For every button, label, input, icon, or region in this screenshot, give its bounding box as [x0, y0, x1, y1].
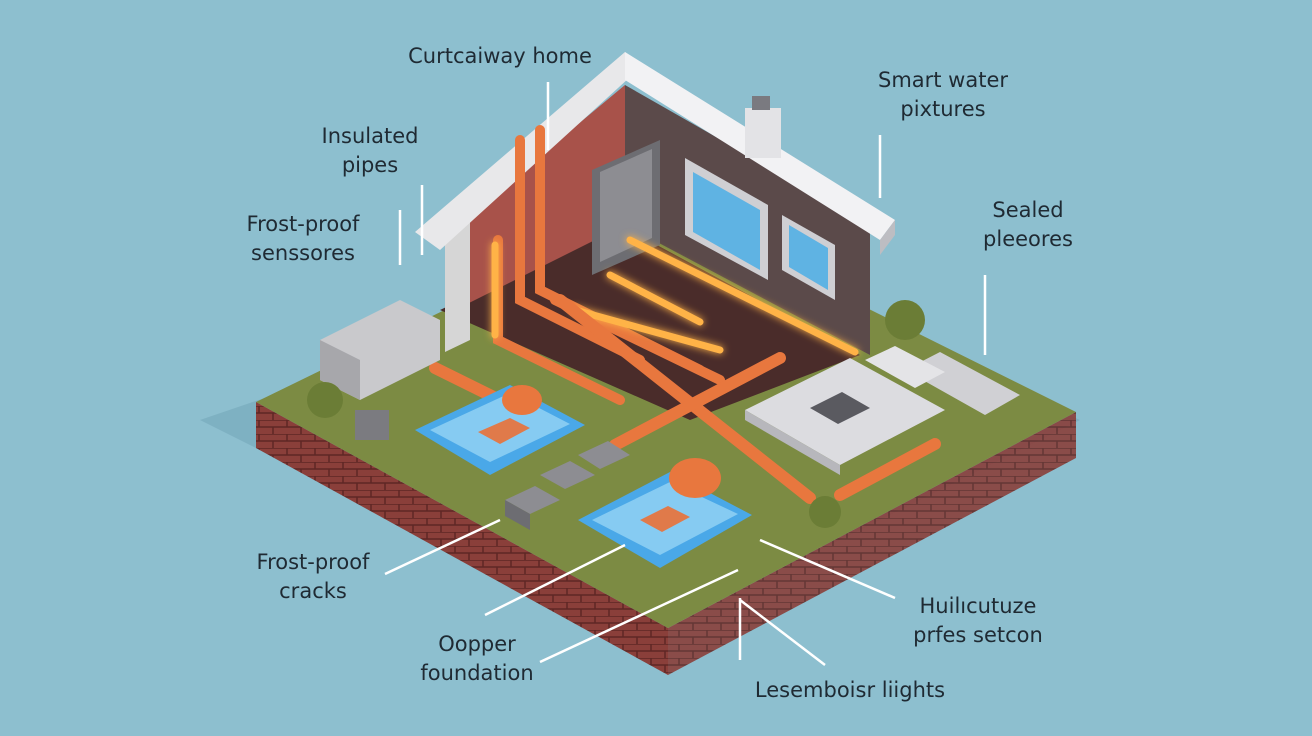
bush-2: [885, 300, 925, 340]
label-line: Insulated: [321, 124, 419, 148]
label-line: pipes: [341, 153, 399, 177]
label-line: Smart water: [877, 68, 1009, 92]
label-cutaway-home: Curtcaiway home: [400, 42, 600, 71]
water-tank-2: [578, 472, 752, 568]
label-line: Lesemboisr liights: [754, 678, 946, 702]
label-line: Frost-proof: [246, 212, 360, 236]
label-frost-sensors: Frost-proof senssores: [228, 210, 378, 268]
heat-trace-lines: [491, 236, 859, 356]
label-line: prfes setcon: [913, 623, 1043, 647]
foundation-right-side: [668, 412, 1076, 675]
label-line: Curtcaiway home: [408, 44, 592, 68]
sealed-pad: [745, 358, 945, 475]
label-line: pixtures: [900, 97, 986, 121]
window-right: [782, 215, 835, 300]
label-smart-water: Smart water pixtures: [858, 66, 1028, 124]
label-line: Sealed: [992, 198, 1064, 222]
chimney: [745, 108, 781, 158]
label-line: foundation: [420, 661, 534, 685]
label-line: cracks: [279, 579, 347, 603]
label-line: Huilıcutuze: [919, 594, 1037, 618]
window-middle: [685, 158, 768, 280]
label-sealed: Sealed pleeores: [958, 196, 1098, 254]
label-hulicutuze: Huilıcutuze prfes setcon: [888, 592, 1068, 650]
label-line: Frost-proof: [256, 550, 370, 574]
label-line: senssores: [251, 241, 355, 265]
label-lights: Lesemboisr liights: [740, 676, 960, 705]
control-boxes: [355, 410, 630, 530]
house-wall-exterior: [445, 222, 470, 352]
dome-sensor-1: [502, 385, 542, 415]
label-line: Oopper: [438, 632, 516, 656]
ground-pipes: [429, 294, 941, 504]
label-frost-cracks: Frost-proof cracks: [238, 548, 388, 606]
leader-lines: [384, 82, 987, 666]
label-copper-foundation: Oopper foundation: [402, 630, 552, 688]
bush-1: [307, 382, 343, 418]
roof-edge: [880, 220, 895, 255]
roof-left: [415, 52, 640, 250]
bush-3: [809, 496, 841, 528]
label-insulated-pipes: Insulated pipes: [300, 122, 440, 180]
dome-sensor-2: [669, 458, 721, 498]
window-left: [592, 140, 660, 275]
label-line: pleeores: [983, 227, 1073, 251]
